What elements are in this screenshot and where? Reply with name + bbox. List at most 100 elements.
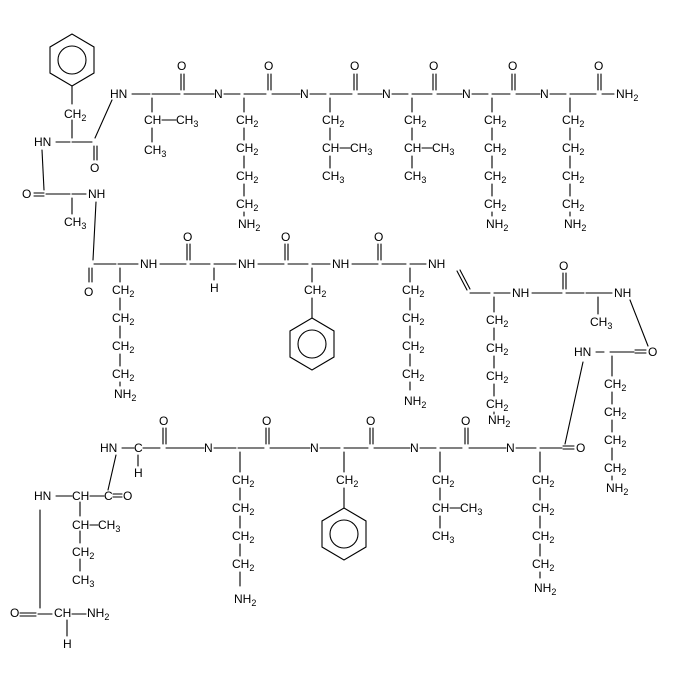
residue-lys10: NH CH2 CH2 CH2 CH2 NH2 <box>456 269 529 429</box>
side-chain-nh2: NH2 <box>564 217 586 233</box>
amide-nh: HN <box>34 135 51 149</box>
residue-phe5: N O CH2 <box>310 414 411 561</box>
carbonyl-oxygen: O <box>264 59 273 73</box>
residue-leu6: N O CH2 CH CH3 CH3 <box>410 414 507 545</box>
side-chain-ch2-1: CH2 <box>486 313 508 329</box>
amide-nh: NH <box>332 257 349 271</box>
side-chain-nh2: NH2 <box>234 592 256 608</box>
carbonyl-carbon: C <box>104 489 113 503</box>
carbonyl-oxygen: O <box>123 489 132 503</box>
side-chain-ch2-1: CH2 <box>236 113 258 129</box>
residue-ile2: HN CH C O CH CH3 CH2 CH3 <box>34 454 132 589</box>
carbonyl-oxygen: O <box>159 414 168 428</box>
side-chain-ch3-branch: CH3 <box>460 501 482 517</box>
amide-nh: HN <box>110 87 127 101</box>
phenyl-aromatic-circle <box>297 329 327 359</box>
residue-leu17: HN CH CH3 CH3 O <box>110 59 215 159</box>
side-chain-ch2-4: CH2 <box>112 367 134 383</box>
carbonyl-oxygen: O <box>22 187 31 201</box>
side-chain-ch2-1: CH2 <box>532 473 554 489</box>
residue-gly1: O CH NH2 H <box>10 509 109 651</box>
side-chain-ch2: CH2 <box>336 473 358 489</box>
residue-lys7: N O CH2 CH2 CH2 CH2 NH2 <box>506 361 585 597</box>
side-chain-ch2-2: CH2 <box>532 501 554 517</box>
side-chain-ch2-2: CH2 <box>486 341 508 357</box>
amide-nh: N <box>204 441 213 455</box>
side-chain-ch: CH <box>432 501 449 515</box>
side-chain-ch: CH <box>404 141 421 155</box>
carbonyl-oxygen: O <box>84 285 93 299</box>
residue-lys11: NH CH2 CH2 CH2 CH2 NH2 O <box>351 230 445 410</box>
side-chain-ch3: CH3 <box>64 215 86 231</box>
side-chain-ch2-4: CH2 <box>232 557 254 573</box>
side-chain-nh2: NH2 <box>606 481 628 497</box>
side-chain-ch2-3: CH2 <box>236 169 258 185</box>
side-chain-ch2-3: CH2 <box>562 169 584 185</box>
residue-lys22: N O CH2 CH2 CH2 CH2 NH2 NH2 <box>540 59 638 233</box>
side-chain-ch2-3: CH2 <box>604 433 626 449</box>
carbonyl-oxygen: O <box>461 414 470 428</box>
side-chain-ch2-2: CH2 <box>604 405 626 421</box>
side-chain-nh2: NH2 <box>404 394 426 410</box>
side-chain-nh2: NH2 <box>488 413 510 429</box>
side-chain-nh2: NH2 <box>486 217 508 233</box>
carbonyl-oxygen: O <box>374 230 383 244</box>
side-chain-ch3-branch: CH3 <box>176 113 198 129</box>
side-chain-ch2-3: CH2 <box>112 339 134 355</box>
side-chain-ch2-1: CH2 <box>484 113 506 129</box>
c-terminal-amide: NH2 <box>616 87 638 103</box>
phenyl-ring <box>289 317 335 371</box>
residue-gly3: HN C H O <box>100 414 205 480</box>
carbonyl-oxygen: O <box>508 59 517 73</box>
side-chain-ch3: CH3 <box>322 169 344 185</box>
carbonyl-oxygen: O <box>648 345 657 359</box>
amide-nh: HN <box>574 345 591 359</box>
side-chain-ch3: CH3 <box>590 315 612 331</box>
side-chain-ch2-2: CH2 <box>112 311 134 327</box>
side-chain-ch: CH <box>72 518 89 532</box>
side-chain-ch2: CH2 <box>404 113 426 129</box>
alpha-hydrogen: H <box>134 466 143 480</box>
side-chain-ch2: CH2 <box>304 283 326 299</box>
amide-nh: N <box>540 87 549 101</box>
carbonyl-oxygen: O <box>429 59 438 73</box>
side-chain-ch3-branch: CH3 <box>432 141 454 157</box>
side-chain-ch2-4: CH2 <box>604 461 626 477</box>
side-chain-ch2-2: CH2 <box>484 141 506 157</box>
side-chain-ch2-1: CH2 <box>604 377 626 393</box>
carbonyl-oxygen: O <box>183 230 192 244</box>
side-chain-ch2: CH2 <box>72 545 94 561</box>
side-chain-ch2-2: CH2 <box>402 311 424 327</box>
side-chain-nh2: NH2 <box>238 217 260 233</box>
residue-lys8: HN O CH2 CH2 CH2 CH2 NH2 <box>574 299 657 497</box>
side-chain-ch2: CH2 <box>64 107 86 123</box>
side-chain-ch3: CH3 <box>432 529 454 545</box>
side-chain-ch2-3: CH2 <box>484 169 506 185</box>
amide-nh: NH <box>140 257 157 271</box>
alpha-carbon: CH <box>54 606 71 620</box>
phenyl-aromatic-circle <box>329 519 359 549</box>
residue-lys18: N O CH2 CH2 CH2 CH2 NH2 <box>214 59 301 233</box>
side-chain-ch3: CH3 <box>98 518 120 534</box>
amide-nh: NH <box>238 257 255 271</box>
amide-nh: N <box>506 441 515 455</box>
side-chain-ch2-4: CH2 <box>402 367 424 383</box>
side-chain-ch2-4: CH2 <box>532 557 554 573</box>
side-chain-ch2-1: CH2 <box>402 283 424 299</box>
carbonyl-oxygen: O <box>576 441 585 455</box>
phenyl-aromatic-circle <box>57 45 87 75</box>
amide-nh: N <box>462 87 471 101</box>
amide-nh: N <box>410 441 419 455</box>
side-chain-ch2-3: CH2 <box>486 369 508 385</box>
amide-nh: NH <box>512 286 529 300</box>
carbonyl-oxygen: O <box>281 230 290 244</box>
residue-leu19: N O CH2 CH CH3 CH3 <box>300 59 383 185</box>
alpha-hydrogen: H <box>63 637 72 651</box>
side-chain-ch2-4: CH2 <box>484 197 506 213</box>
amide-nh: NH <box>88 187 105 201</box>
amide-nh: HN <box>100 441 117 455</box>
side-chain-ch2-4: CH2 <box>486 397 508 413</box>
alpha-carbon: CH <box>72 489 89 503</box>
carbonyl-oxygen: O <box>350 59 359 73</box>
